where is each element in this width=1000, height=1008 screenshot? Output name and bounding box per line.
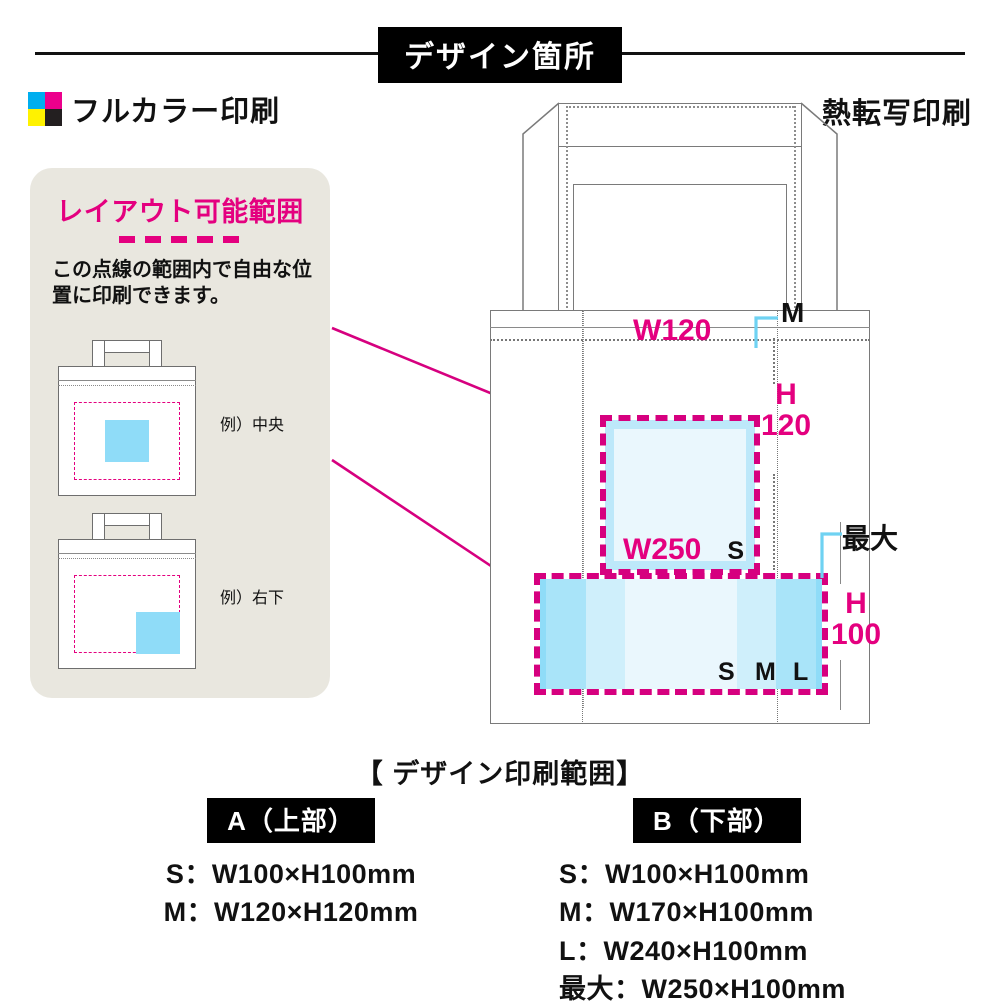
main-bag-diagram: S W120 H 120 M S M L W250 H 100: [490, 92, 898, 724]
spec-row: M：W120×H120mm: [163, 897, 419, 928]
area-a-height-tick-bottom: [773, 474, 775, 570]
bag-hem-solid: [490, 327, 870, 328]
cmyk-swatch-icon: [28, 92, 62, 126]
spec-list-a: S：W100×H100mm M：W120×H120mm: [126, 855, 456, 932]
area-b-max-callout: 最大: [842, 523, 899, 554]
spec-row: 最大：W250×H100mm: [559, 973, 846, 1004]
bag-hem-dotted: [490, 339, 870, 341]
example-bottom-right-caption: 例）右下: [220, 590, 285, 607]
mini-print-boundary: [74, 402, 180, 480]
bag-handle-crossbar: [558, 146, 802, 147]
full-color-print-text: フルカラー印刷: [71, 96, 281, 128]
print-area-a-fill: [605, 420, 755, 570]
spec-row: S：W100×H100mm: [559, 859, 810, 889]
mini-hem-solid: [58, 380, 196, 381]
heat-transfer-print-label: 熱転写印刷: [821, 98, 972, 130]
spec-heading: 【 デザイン印刷範囲】: [355, 759, 645, 789]
print-area-b-boundary: [534, 573, 828, 695]
print-area-b-size-m: M: [755, 658, 776, 686]
bag-handle-inner: [573, 184, 787, 312]
example-bag-center: [58, 340, 196, 496]
area-a-height-tick-top: [773, 338, 775, 384]
print-area-b: S M L: [534, 573, 828, 695]
spec-column-b: B（下部） S：W100×H100mm M：W170×H100mm L：W240…: [545, 798, 935, 1008]
mini-handle-left: [92, 340, 105, 374]
mini-hem-dotted: [58, 558, 196, 559]
bag-handle-top-stitch: [566, 106, 794, 108]
mini-handle-left: [92, 513, 105, 547]
bag-gusset-right: [777, 310, 778, 724]
panel-dash-sample: [119, 236, 241, 243]
spec-chip-b-wrap: B（下部）: [545, 798, 935, 843]
area-b-height-h: H: [845, 587, 867, 620]
area-b-max-connector: [820, 532, 842, 578]
layout-info-panel: レイアウト可能範囲 この点線の範囲内で自由な位置に印刷できます。 例）中央 例: [30, 168, 330, 698]
area-b-height-value: 100: [830, 617, 882, 651]
mini-print-swatch: [105, 420, 149, 462]
mini-print-swatch: [136, 612, 180, 654]
mini-handle-right: [149, 340, 162, 374]
example-center-caption: 例）中央: [220, 417, 285, 434]
bag-shoulder-shape: [522, 102, 838, 314]
area-a-height-value: 120: [760, 408, 812, 442]
bag-handle-outer: [558, 103, 802, 312]
print-area-b-size-l: L: [793, 658, 809, 686]
spec-row: S：W100×H100mm: [165, 859, 417, 889]
print-area-b-size-s: S: [718, 658, 735, 686]
bag-handle-stitch-left: [566, 106, 568, 312]
bag-handle-stitch-right: [794, 106, 796, 312]
example-bag-bottom-right: [58, 513, 196, 669]
mini-handle-right: [149, 513, 162, 547]
print-area-a: S: [600, 415, 760, 575]
print-area-a-size-s: S: [727, 537, 744, 565]
print-band-s: [625, 579, 737, 689]
area-a-height-h: H: [775, 378, 797, 411]
bag-gusset-left: [582, 310, 583, 724]
spec-list-b: S：W100×H100mm M：W170×H100mm L：W240×H100m…: [545, 855, 935, 1008]
area-b-height-label: H 100: [827, 587, 885, 651]
print-area-a-boundary: [600, 415, 760, 575]
panel-title: レイアウト可能範囲: [56, 197, 304, 227]
spec-row: L：W240×H100mm: [559, 935, 808, 966]
area-a-height-label: H 120: [758, 378, 814, 442]
area-a-m-connector: [754, 316, 778, 348]
area-a-width-label: W120: [633, 314, 712, 347]
area-b-width-label: W250: [623, 533, 702, 566]
full-color-print-label: フルカラー印刷: [28, 88, 280, 130]
mini-hem-solid: [58, 553, 196, 554]
spec-chip-b: B（下部）: [633, 798, 801, 843]
panel-description: この点線の範囲内で自由な位置に印刷できます。: [52, 259, 312, 307]
area-b-height-tick-top: [840, 522, 841, 584]
spec-chip-a: A（上部）: [207, 798, 375, 843]
spec-chip-a-wrap: A（上部）: [126, 798, 456, 843]
area-a-size-m-callout: M: [781, 297, 805, 328]
mini-hem-dotted: [58, 385, 196, 386]
area-b-height-tick-bottom: [840, 660, 841, 710]
spec-row: M：W170×H100mm: [559, 897, 814, 928]
spec-column-a: A（上部） S：W100×H100mm M：W120×H120mm: [126, 798, 456, 932]
page-title: デザイン箇所: [378, 27, 622, 83]
